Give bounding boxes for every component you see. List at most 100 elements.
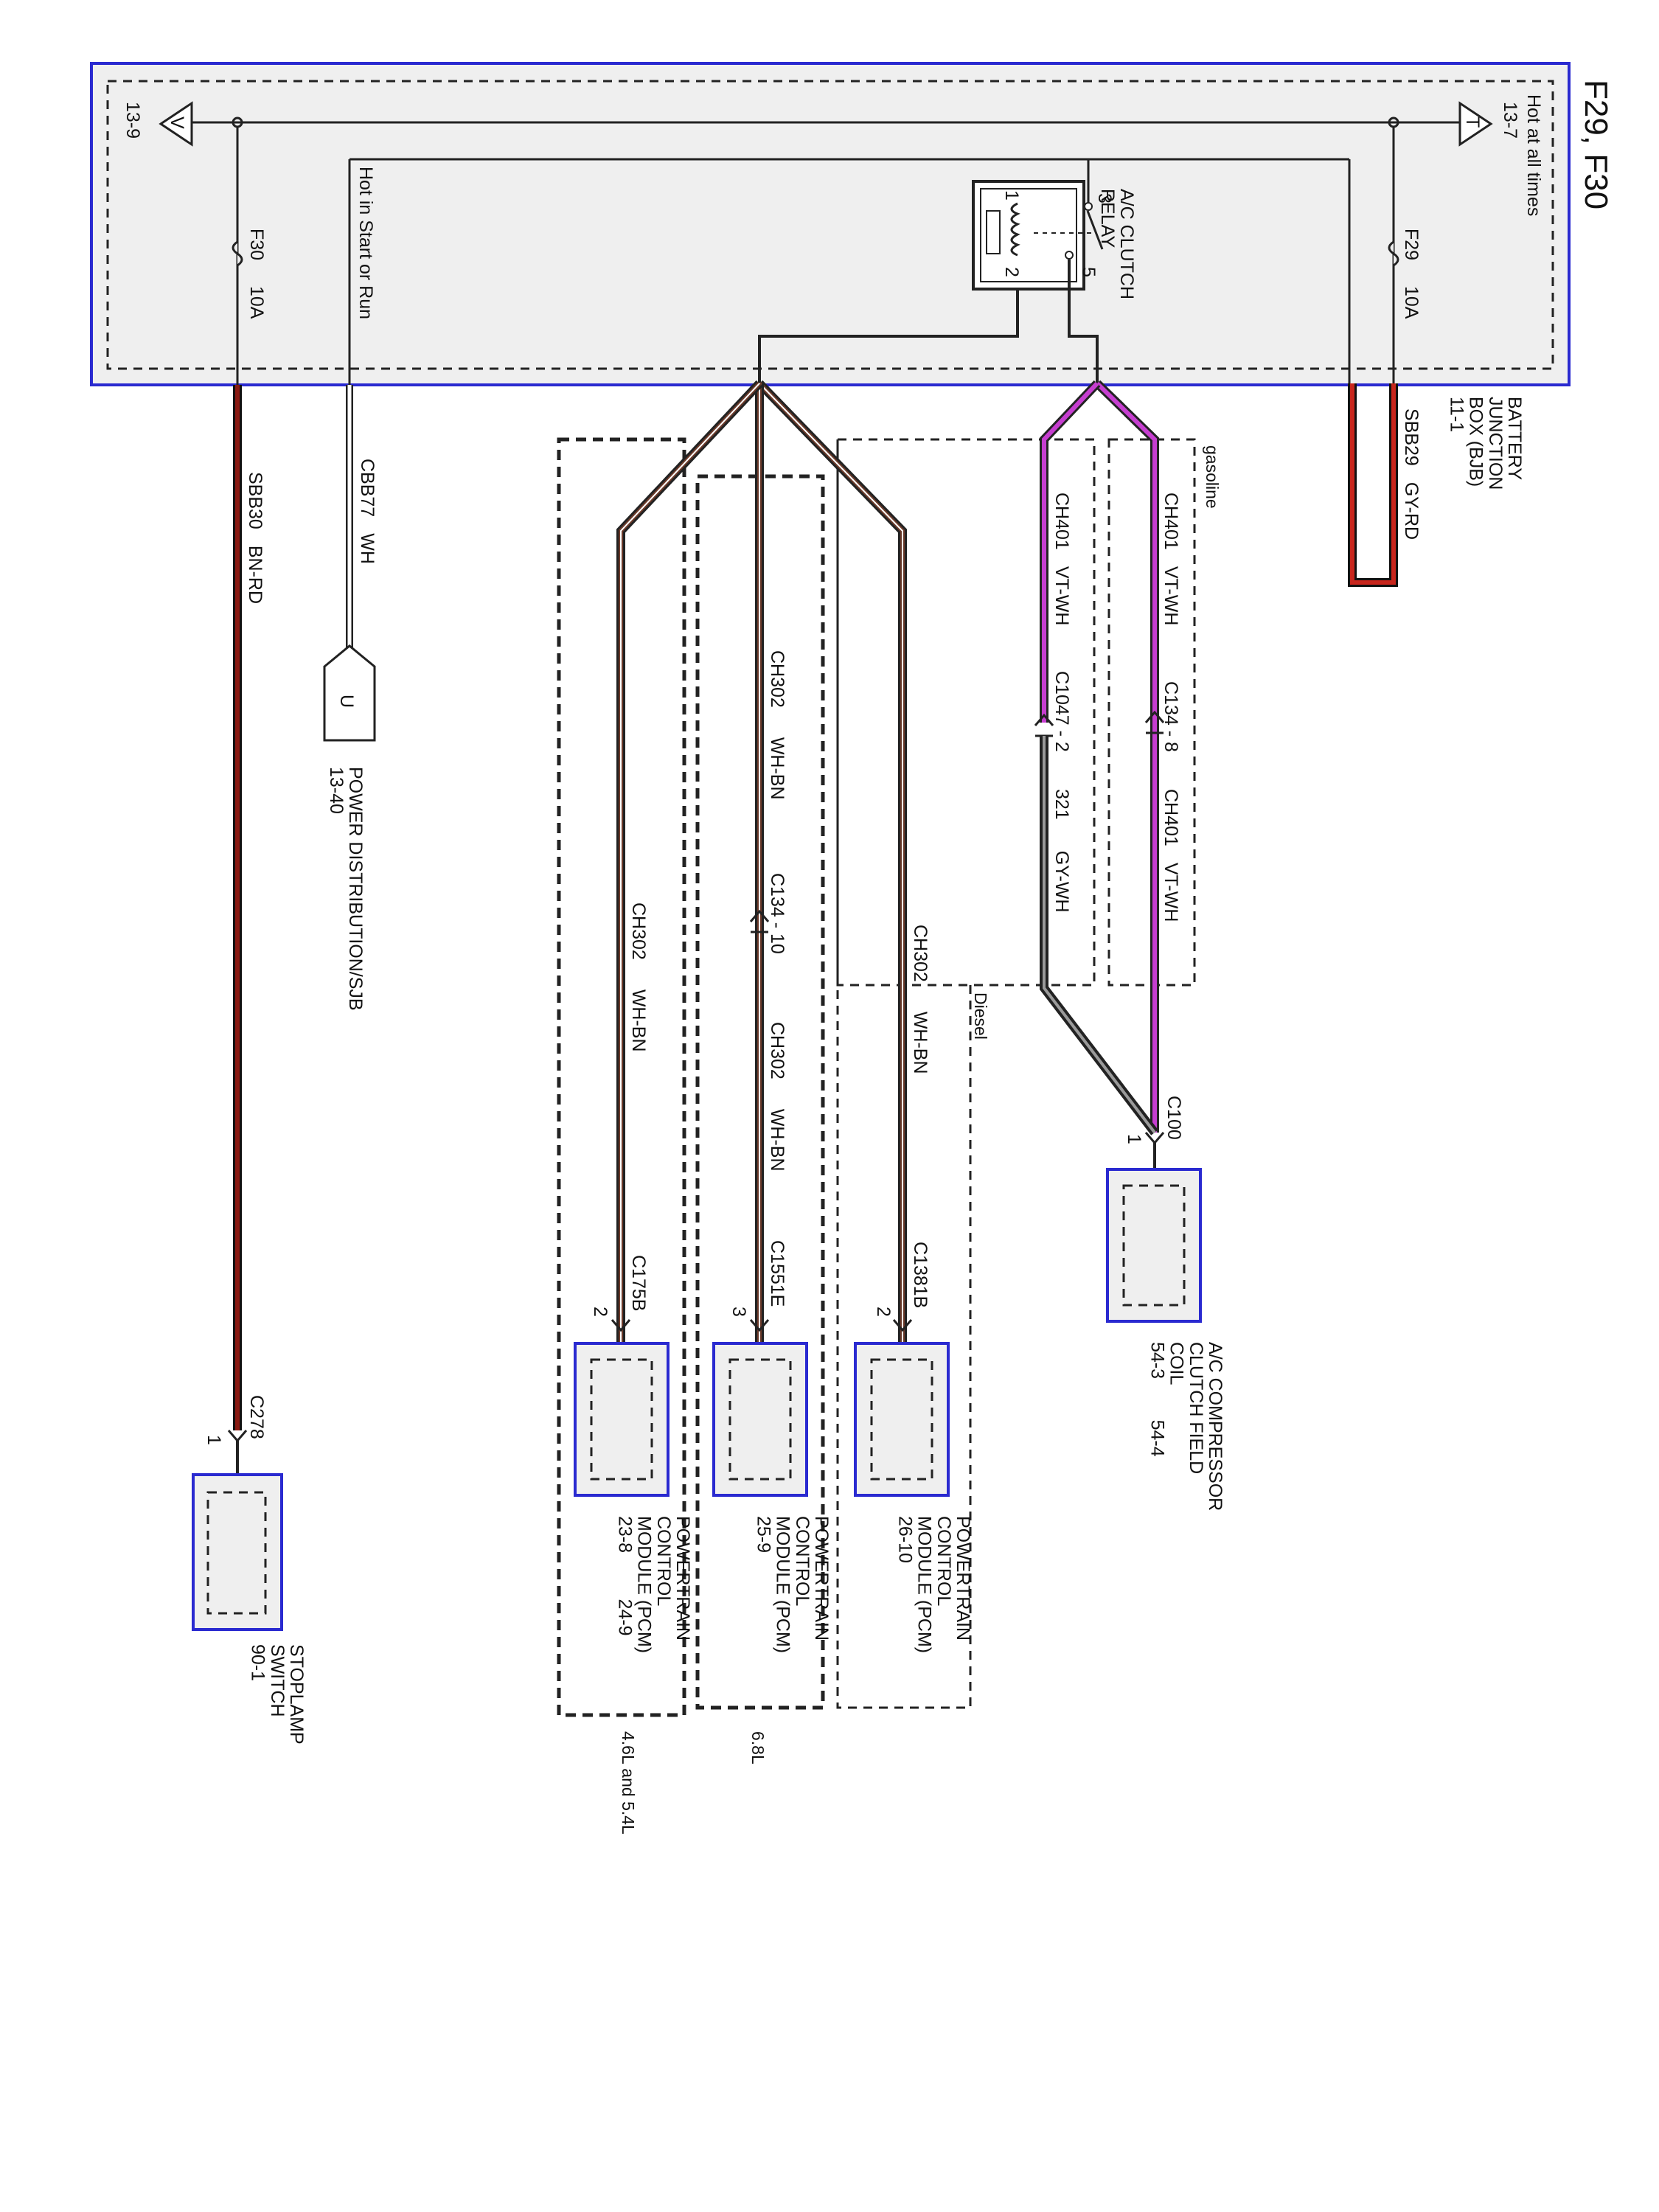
wire-ch302-a-stripe: [759, 383, 903, 1349]
connector-c175b-pin: 2: [590, 1307, 611, 1317]
wire-ch401-lower-label: CH401VT-WH: [1161, 789, 1181, 922]
connector-c1047-2-label: C1047 - 2: [1051, 671, 1072, 752]
variant-box-diesel: [836, 439, 972, 1709]
connector-c100-label: C100: [1164, 1096, 1184, 1140]
connector-c278-symbol: [227, 1430, 248, 1443]
relay-contact-5: [1065, 251, 1074, 260]
relay-pin-1: 1: [1001, 190, 1022, 201]
variant-6-8l-label: 6.8L: [748, 1731, 768, 1764]
connector-c100-pin: 1: [1124, 1134, 1144, 1144]
connector-c278-pin: 1: [204, 1435, 224, 1445]
hot-at-all-times-label: Hot at all times: [1523, 94, 1544, 216]
wire-sbb29-label: SBB29GY-RD: [1401, 408, 1422, 540]
ac-compressor-coil: [1106, 1168, 1202, 1323]
u-box-letter: U: [336, 695, 357, 708]
relay-resistor: [986, 210, 1001, 254]
wire-ch302-c-label: CH302WH-BN: [628, 902, 649, 1052]
pcm-26-10: [854, 1342, 950, 1497]
fuse-f30-amp: 10A: [246, 286, 267, 319]
connector-c1381b-label: C1381B: [910, 1242, 931, 1308]
connector-c175b-label: C175B: [628, 1255, 649, 1311]
wire-sbb29-outline: [1348, 383, 1398, 587]
triangle-v-letter: V: [167, 116, 187, 129]
wire-ch302-b-lower-label: CH302WH-BN: [767, 1022, 787, 1172]
pcm-25-9: [712, 1342, 808, 1497]
bjb-outer-box: [90, 62, 1571, 386]
connector-c175b-symbol: [611, 1319, 631, 1332]
pcm-23-8-inner: [590, 1358, 653, 1481]
relay-pin-2: 2: [1001, 267, 1022, 277]
stoplamp-label: STOPLAMPSWITCH90-1: [248, 1644, 307, 1745]
connector-c1381b-pin: 2: [873, 1307, 894, 1317]
fuse-f29-symbol: [1388, 240, 1399, 267]
ref-13-9: 13-9: [122, 102, 143, 139]
pcm-23-8: [574, 1342, 669, 1497]
fuse-f30-symbol: [232, 240, 243, 267]
fuse-f29-label: F29: [1401, 229, 1422, 260]
stoplamp-inner: [206, 1491, 267, 1615]
page-title: F29, F30: [1578, 80, 1614, 209]
connector-c134-8-symbol: [1144, 710, 1165, 734]
wire-ch302-c: [619, 381, 762, 1349]
relay-pin-5: 5: [1078, 267, 1099, 277]
variant-box-4-6-5-4l: [557, 437, 686, 1717]
fuse-f29-amp: 10A: [1401, 286, 1422, 319]
pcm-25-9-inner: [728, 1358, 792, 1481]
offpage-u-box: [323, 644, 376, 742]
connector-c134-10-label: C134 - 10: [767, 873, 787, 954]
ac-compressor-inner: [1122, 1184, 1186, 1307]
wire-ch302-c-outline: [616, 380, 763, 1349]
relay-switch-output: [1068, 260, 1099, 383]
wire-321-label: 321GY-WH: [1051, 789, 1072, 913]
power-distribution-label: POWER DISTRIBUTION/SJB13-40: [326, 767, 366, 1011]
offpage-triangle-v: [159, 101, 193, 147]
pcm-26-10-label: POWERTRAINCONTROLMODULE (PCM)26-10: [894, 1516, 973, 1653]
connector-c100-symbol: [1144, 1132, 1165, 1145]
hot-in-start-run-label: Hot in Start or Run: [355, 167, 376, 319]
wire-sbb29: [1350, 383, 1396, 585]
wire-321: [1043, 736, 1156, 1134]
relay-inner-border: [980, 188, 1077, 282]
wire-ch302-a: [757, 381, 905, 1349]
relay-contact-3: [1084, 202, 1093, 211]
connector-c1551e-symbol: [749, 1319, 770, 1332]
connector-c278-label: C278: [246, 1395, 267, 1439]
wire-ch302-a-outline: [756, 380, 907, 1349]
relay-pin-3: 3: [1094, 193, 1115, 204]
ac-compressor-label: A/C COMPRESSORCLUTCH FIELDCOIL54-3 54-4: [1147, 1342, 1225, 1511]
wire-ch302-c-stripe: [620, 383, 760, 1349]
wire-ch401-diesel-label: CH401VT-WH: [1051, 493, 1072, 625]
relay-coil: [1010, 202, 1020, 257]
pcm-23-8-label: POWERTRAINCONTROLMODULE (PCM)23-8 24-9: [614, 1516, 693, 1653]
connector-c1551e-pin: 3: [728, 1307, 749, 1317]
wire-ch302-b-label: CH302WH-BN: [767, 650, 787, 800]
wire-ch302-a-label: CH302WH-BN: [910, 925, 931, 1074]
variant-4-6-5-4l-label: 4.6L and 5.4L: [619, 1731, 638, 1834]
stoplamp-switch: [192, 1473, 283, 1631]
fuse-f30-label: F30: [246, 229, 267, 260]
offpage-triangle-t: [1458, 101, 1493, 147]
wire-ch401-diesel: [1042, 381, 1099, 723]
relay-name: A/C CLUTCHRELAY: [1097, 189, 1137, 299]
ac-clutch-relay: [972, 180, 1085, 291]
bjb-inner-dashed: [106, 80, 1554, 370]
variant-gasoline-label: gasoline: [1203, 445, 1222, 509]
connector-c1551e-label: C1551E: [767, 1240, 787, 1307]
connector-c1381b-symbol: [892, 1319, 913, 1332]
triangle-t-letter: T: [1462, 116, 1483, 128]
bjb-box-name: BATTERYJUNCTIONBOX (BJB)11-1: [1446, 397, 1525, 490]
wire-cbb77-label: CBB77WH: [357, 459, 378, 564]
variant-diesel-label: Diesel: [971, 992, 990, 1040]
wire-ch401-gas-label: CH401VT-WH: [1161, 493, 1181, 625]
pcm-25-9-label: POWERTRAINCONTROLMODULE (PCM)25-9: [753, 1516, 832, 1653]
relay-switch-arm: [1086, 210, 1104, 250]
wire-ch401-gas: [1095, 381, 1157, 1133]
connector-c134-8-label: C134 - 8: [1161, 681, 1181, 752]
relay-coil-output: [758, 289, 1019, 383]
wire-sbb30-label: SBB30BN-RD: [245, 472, 265, 604]
wire-ch401-gas-outline: [1093, 380, 1159, 1133]
pcm-26-10-inner: [870, 1358, 933, 1481]
connector-c134-10-symbol: [749, 909, 770, 933]
ref-13-7: 13-7: [1500, 102, 1520, 139]
